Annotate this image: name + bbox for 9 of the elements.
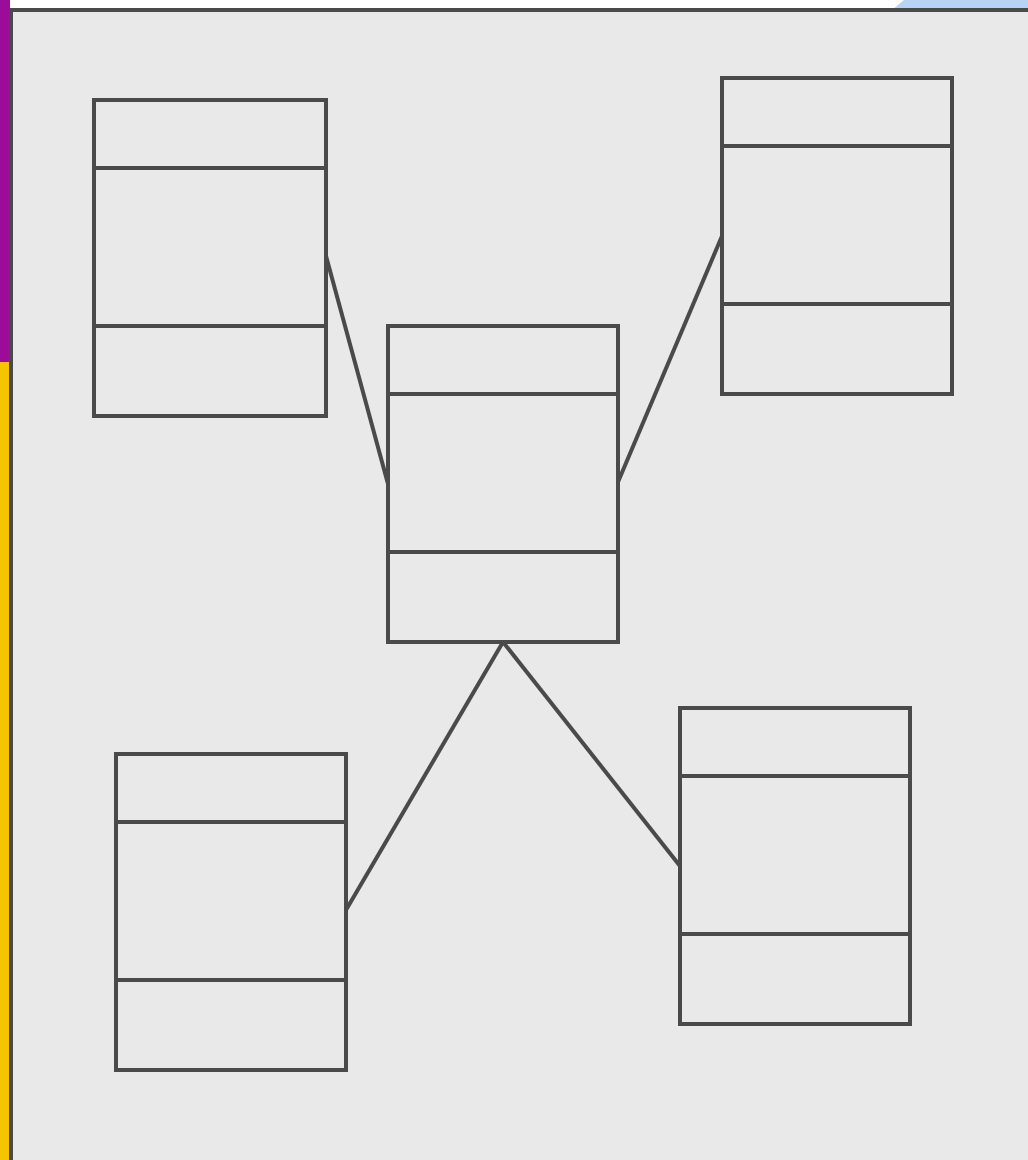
class-box: [92, 98, 328, 418]
connector-line: [616, 235, 724, 483]
connector-line: [501, 640, 682, 868]
connector-line: [344, 641, 505, 911]
connector-line: [324, 255, 390, 485]
class-box: [678, 706, 912, 1026]
class-box: [386, 324, 620, 644]
class-box: [720, 76, 954, 396]
class-box: [114, 752, 348, 1072]
